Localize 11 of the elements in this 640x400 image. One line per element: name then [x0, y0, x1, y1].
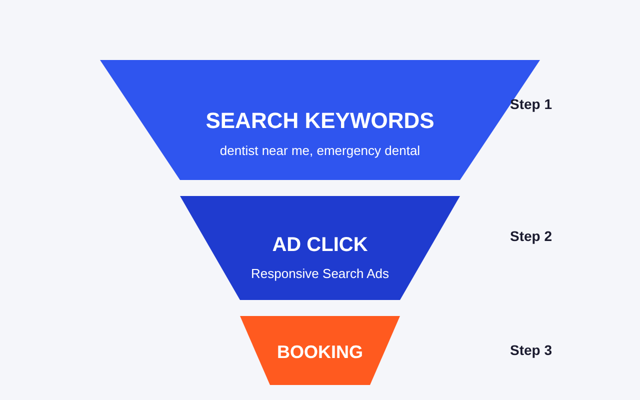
stage-title: BOOKING [276, 342, 363, 363]
funnel-stage [240, 316, 400, 385]
step-label: Step 2 [510, 228, 552, 244]
funnel-stage [180, 196, 460, 300]
stage-title: SEARCH KEYWORDS [206, 108, 434, 134]
stage-subtitle: Responsive Search Ads [250, 266, 390, 281]
step-label: Step 3 [510, 342, 552, 358]
stage-title: AD CLICK [272, 234, 368, 257]
step-label: Step 1 [510, 96, 552, 112]
funnel-stage [100, 60, 540, 180]
stage-subtitle: dentist near me, emergency dental [220, 143, 420, 158]
